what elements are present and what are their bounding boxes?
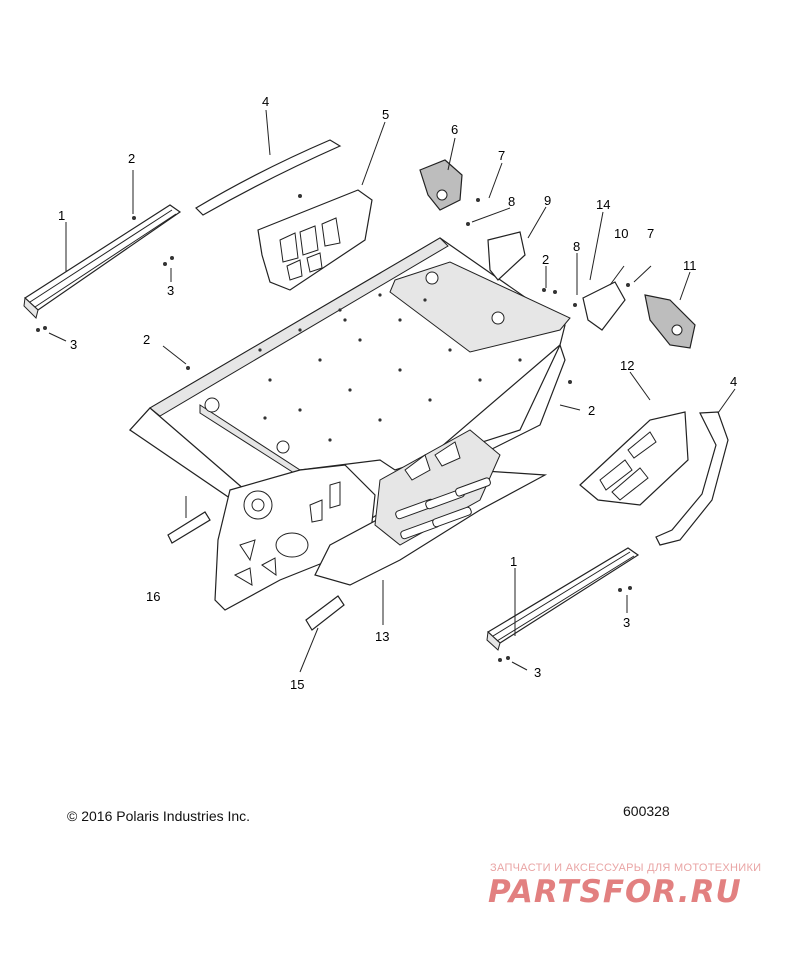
mount-part-11	[644, 294, 696, 349]
watermark-logo: PARTSFOR.RU	[488, 874, 742, 910]
mount-part-6	[419, 159, 463, 211]
rail-part-1-right	[486, 547, 640, 651]
rail-part-4-top	[195, 139, 342, 216]
callout-7-top: 7	[498, 148, 505, 163]
callout-5: 5	[382, 107, 389, 122]
bracket-part-9	[487, 231, 526, 281]
callout-15: 15	[290, 677, 304, 692]
plate-part-12	[579, 411, 689, 506]
leader-lines	[48, 109, 736, 673]
callout-9: 9	[544, 193, 551, 208]
callout-3-left: 3	[70, 337, 77, 352]
deck-rivets	[258, 293, 522, 442]
fastener-bolts	[36, 194, 632, 662]
callout-2-middle: 2	[542, 252, 549, 267]
bracket-part-10	[582, 281, 626, 331]
watermark-tagline: ЗАПЧАСТИ И АКСЕССУАРЫ ДЛЯ МОТОТЕХНИКИ	[490, 862, 762, 874]
callout-11: 11	[683, 258, 697, 273]
callout-8-top: 8	[508, 194, 515, 209]
plate-part-5	[257, 189, 373, 291]
rail-part-4-right	[655, 411, 729, 546]
callout-3-right: 3	[623, 615, 630, 630]
figure-number: 600328	[623, 803, 670, 819]
callout-10: 10	[614, 226, 628, 241]
rail-part-1-left	[23, 204, 182, 319]
callout-1-right: 1	[510, 554, 517, 569]
callout-3-upper-left: 3	[167, 283, 174, 298]
callout-2-upper-left: 2	[128, 151, 135, 166]
callout-13: 13	[375, 629, 389, 644]
heat-exchanger-slots	[395, 441, 491, 540]
bracket-part-15	[305, 595, 345, 631]
callout-2-right: 2	[588, 403, 595, 418]
callout-4-right: 4	[730, 374, 737, 389]
bracket-part-16	[167, 511, 211, 544]
callout-labels: 1 2 3 3 4 5 6 7 8 9 14 10 7 11 2 8 2 2 1…	[58, 94, 737, 692]
callout-14: 14	[596, 197, 610, 212]
callout-4-top: 4	[262, 94, 269, 109]
callout-3-bottom: 3	[534, 665, 541, 680]
callout-12: 12	[620, 358, 634, 373]
callout-16: 16	[146, 589, 160, 604]
callout-8-right: 8	[573, 239, 580, 254]
callout-7-right: 7	[647, 226, 654, 241]
callout-2-left: 2	[143, 332, 150, 347]
chassis-tunnel	[129, 237, 571, 611]
copyright-notice: © 2016 Polaris Industries Inc.	[67, 808, 251, 824]
callout-6: 6	[451, 122, 458, 137]
callout-1-left: 1	[58, 208, 65, 223]
